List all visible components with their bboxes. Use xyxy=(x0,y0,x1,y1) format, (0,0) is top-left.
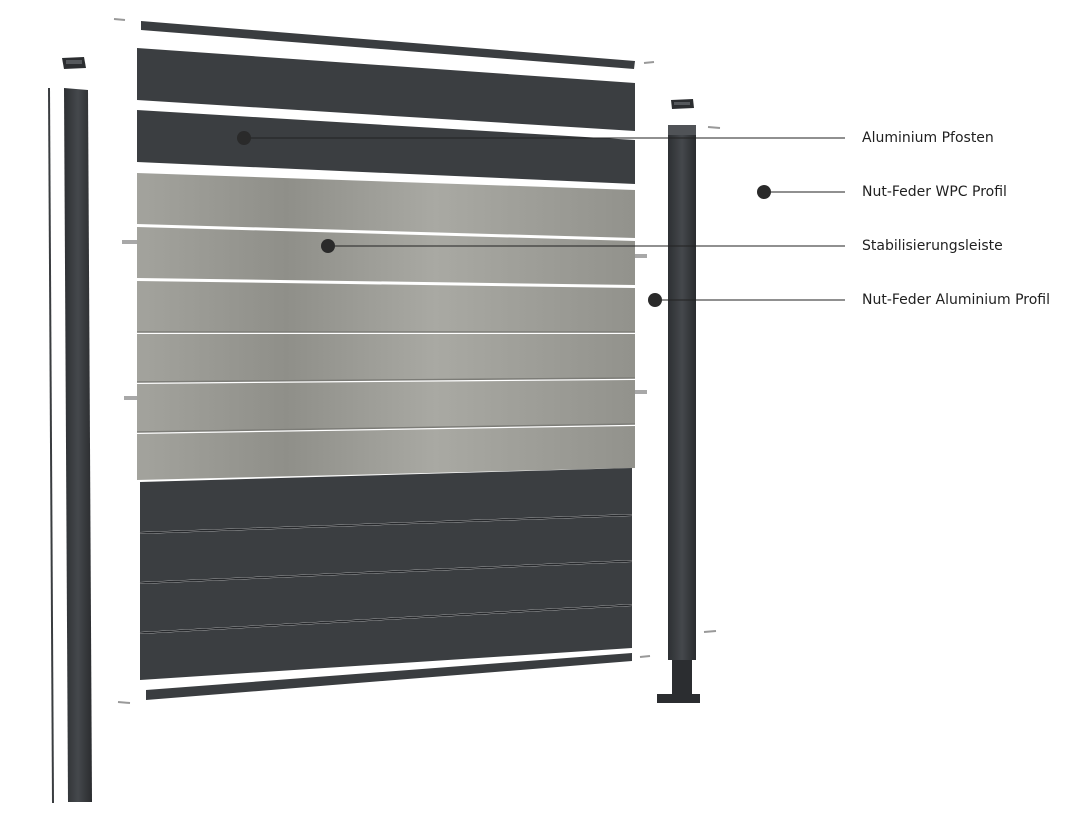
callout-dot-stabilisierungsleiste xyxy=(321,239,335,253)
aluminium-boards-bottom xyxy=(139,468,633,680)
callout-lines xyxy=(237,131,845,307)
wpc-boards xyxy=(136,173,636,480)
callout-label-nut-feder-aluminium-profil: Nut-Feder Aluminium Profil xyxy=(862,292,1051,308)
bottom-rail xyxy=(117,653,651,704)
aluminium-board-top-2 xyxy=(137,110,635,184)
top-cap-rail xyxy=(113,18,655,69)
callout-dot-nut-feder-aluminium-profil xyxy=(648,293,662,307)
callout-label-nut-feder-wpc-profil: Nut-Feder WPC Profil xyxy=(862,184,1007,200)
callout-dot-aluminium-pfosten xyxy=(237,131,251,145)
callout-dot-nut-feder-wpc-profil xyxy=(757,185,771,199)
left-thin-rail xyxy=(48,87,54,804)
left-aluminium-post xyxy=(62,57,92,802)
right-aluminium-post xyxy=(657,99,721,703)
stabilisation-tabs xyxy=(122,240,647,400)
callout-label-stabilisierungsleiste: Stabilisierungsleiste xyxy=(862,238,1003,254)
aluminium-board-top-1 xyxy=(137,48,635,131)
callout-label-aluminium-pfosten: Aluminium Pfosten xyxy=(862,130,994,146)
